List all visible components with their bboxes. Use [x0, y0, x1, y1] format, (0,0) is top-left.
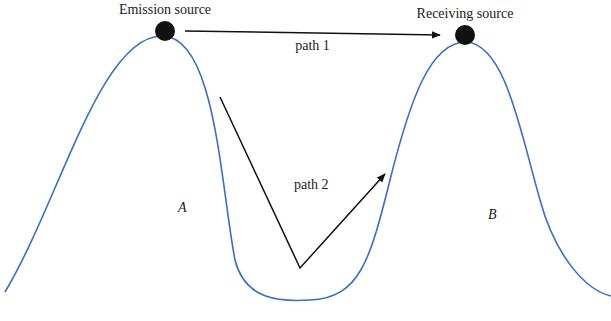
path-label: path 2	[292, 177, 331, 193]
source-node: Emission source	[117, 2, 213, 42]
hill-label: B	[486, 207, 499, 223]
propagation-path	[220, 97, 385, 268]
source-dot	[454, 24, 476, 46]
hill-curve	[5, 36, 611, 301]
source-label: Receiving source	[415, 6, 516, 22]
path-label: path 1	[293, 38, 332, 54]
source-dot	[154, 20, 176, 42]
source-label: Emission source	[117, 2, 213, 18]
propagation-path	[185, 31, 440, 35]
hill-label: A	[176, 200, 189, 216]
source-node: Receiving source	[415, 6, 516, 46]
